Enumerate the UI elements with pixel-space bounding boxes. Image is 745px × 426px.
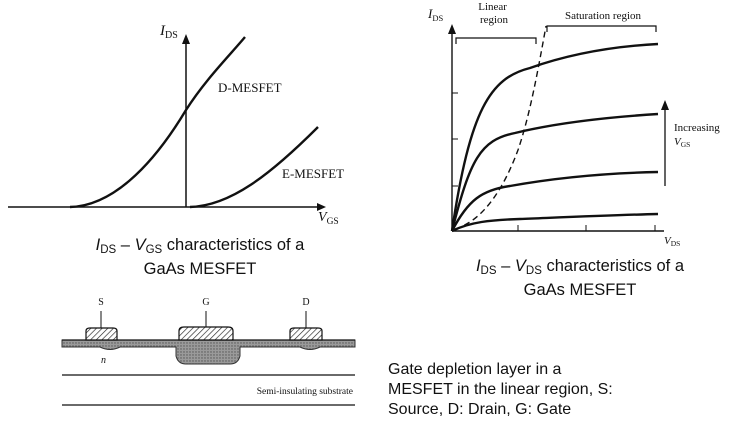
substrate-label: Semi-insulating substrate (257, 387, 353, 397)
ids-vgs-caption-line2: GaAs MESFET (143, 260, 257, 278)
drain-contact (289, 327, 323, 341)
gate-contact (178, 326, 234, 341)
d-mesfet-label: D-MESFET (218, 80, 282, 95)
depletion-caption-line3: Source, D: Drain, G: Gate (388, 401, 572, 418)
ids-vgs-caption-line1: IDS – VGS characteristics of a (95, 236, 305, 256)
ids-axis-right-label: IDS (427, 6, 443, 23)
vgs-axis-label: VGS (318, 210, 339, 227)
vgs-curve-1 (450, 42, 659, 232)
gate-label: G (202, 297, 209, 308)
drain-label: D (302, 297, 309, 308)
ids-vds-caption-line2: GaAs MESFET (523, 281, 637, 299)
ids-axis-arrow (182, 34, 190, 44)
ids-axis-label: IDS (159, 23, 178, 41)
vgs-curve-2 (450, 112, 659, 232)
saturation-region-label: Saturation region (565, 10, 642, 22)
depletion-caption-line1: Gate depletion layer in a (388, 361, 562, 378)
vds-axis-label: VDS (664, 235, 680, 248)
ids-vgs-chart: IDS D-MESFET E-MESFET VGS (8, 23, 344, 227)
e-mesfet-curve (189, 126, 319, 209)
depletion-caption-line2: MESFET in the linear region, S: (388, 381, 613, 398)
saturation-boundary (454, 25, 547, 230)
increasing-arrow-head (661, 100, 669, 110)
increasing-vgs-label: Increasing VGS (674, 122, 723, 149)
depletion-caption: Gate depletion layer in a MESFET in the … (388, 360, 688, 420)
saturation-region-brace (546, 25, 657, 32)
source-label: S (98, 297, 104, 308)
depletion-layer (61, 339, 356, 365)
mesfet-cross-section: S G D n Semi-insulating substrate (61, 297, 356, 406)
vgs-axis-arrow (317, 203, 326, 211)
linear-region-label: Linear region (478, 1, 509, 26)
d-mesfet-curve (69, 36, 246, 209)
vgs-curve-3 (450, 170, 659, 232)
source-contact (85, 327, 118, 341)
ids-vgs-caption: IDS – VGS characteristics of a GaAs MESF… (60, 236, 340, 279)
ids-vds-chart: IDS Linear region Saturation region Incr… (427, 1, 723, 248)
ids-vds-caption-line1: IDS – VDS characteristics of a (475, 257, 685, 277)
n-channel-label: n (101, 355, 106, 366)
ids-axis-right-arrow (448, 24, 456, 34)
ids-vds-caption: IDS – VDS characteristics of a GaAs MESF… (440, 257, 720, 300)
linear-region-brace (455, 37, 537, 44)
vgs-curve-4 (451, 212, 659, 233)
e-mesfet-label: E-MESFET (282, 166, 344, 181)
